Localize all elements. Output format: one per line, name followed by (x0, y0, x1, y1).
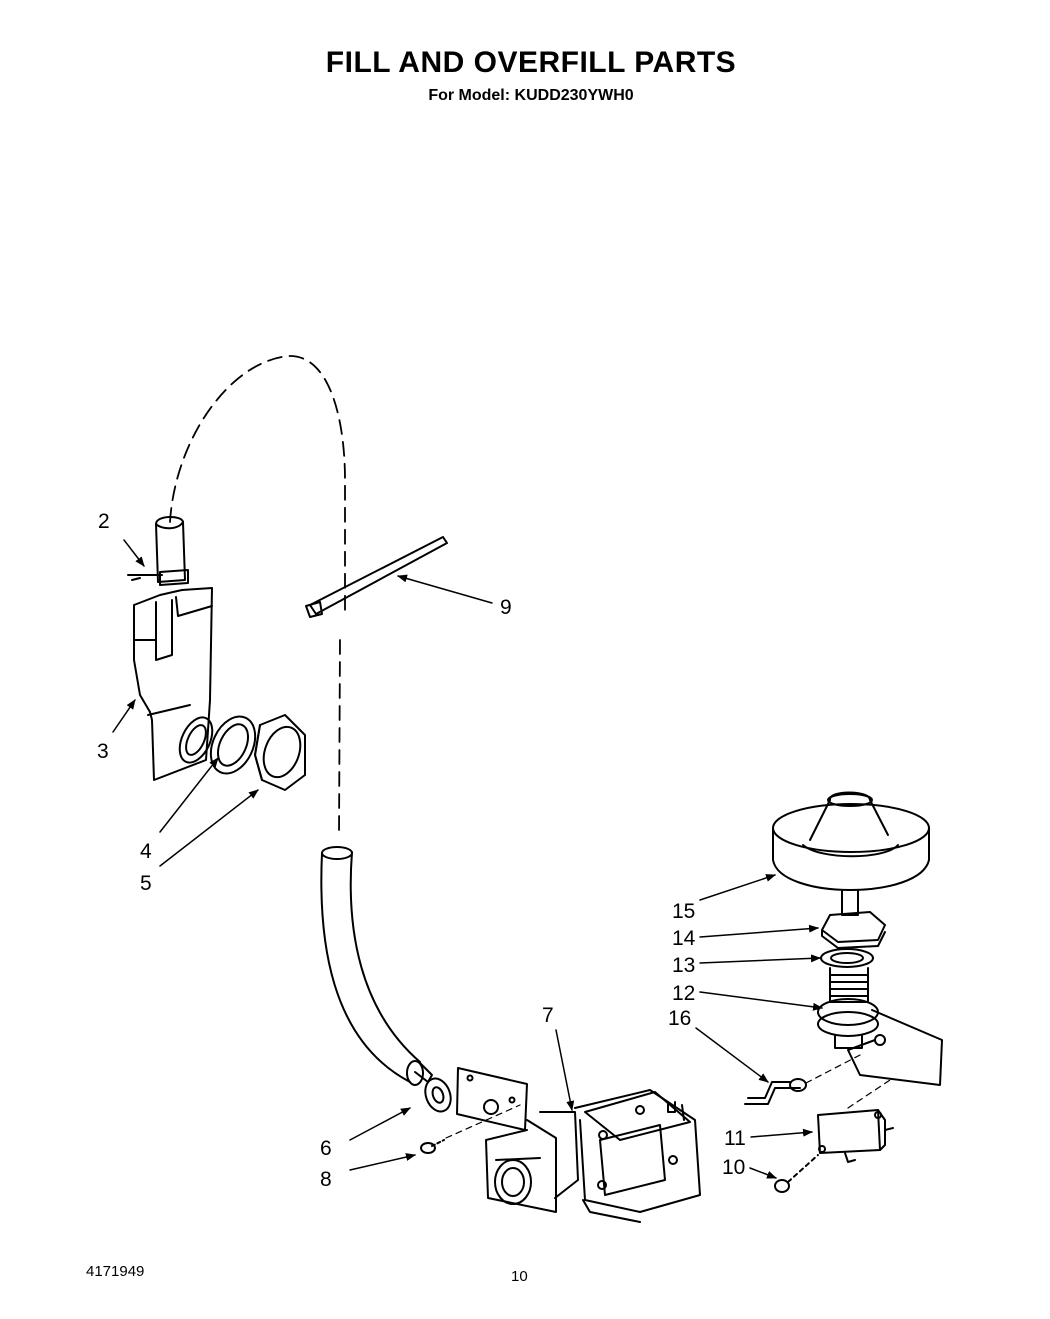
callout-15: 15 (672, 900, 695, 923)
micro-switch-part (817, 1079, 894, 1163)
gasket-part (178, 715, 257, 775)
callout-9: 9 (500, 596, 512, 619)
callout-10: 10 (722, 1156, 745, 1179)
callout-6: 6 (320, 1137, 332, 1160)
fill-funnel-part (127, 516, 213, 781)
callout-8: 8 (320, 1168, 332, 1191)
callout-2: 2 (98, 510, 110, 533)
screw-part-10 (774, 1154, 819, 1193)
callout-14: 14 (672, 927, 696, 950)
callout-5: 5 (140, 872, 152, 895)
page-number: 10 (511, 1268, 528, 1285)
switch-bracket-part (744, 1009, 943, 1105)
callout-11: 11 (724, 1127, 746, 1150)
callout-4: 4 (140, 840, 152, 863)
callout-13: 13 (672, 954, 695, 977)
callout-7: 7 (542, 1004, 554, 1027)
page-title: FILL AND OVERFILL PARTS (325, 46, 737, 79)
fill-hose-part (320, 846, 452, 1113)
water-valve-part (456, 1067, 701, 1223)
callout-3: 3 (97, 740, 109, 763)
float-stem-part (817, 889, 886, 1049)
hex-nut-part (254, 714, 306, 791)
hose-routing-dashed (169, 355, 346, 836)
float-part (772, 791, 930, 891)
screw-part-8 (420, 1104, 521, 1154)
document-number: 4171949 (86, 1263, 145, 1280)
callout-labels: 2 3 4 5 6 7 8 9 10 11 12 13 14 15 16 (97, 510, 746, 1191)
callout-12: 12 (672, 982, 695, 1005)
tie-strap-part (305, 536, 448, 618)
leader-lines (112, 539, 823, 1179)
model-subtitle: For Model: KUDD230YWH0 (428, 87, 634, 104)
callout-16: 16 (668, 1007, 691, 1030)
